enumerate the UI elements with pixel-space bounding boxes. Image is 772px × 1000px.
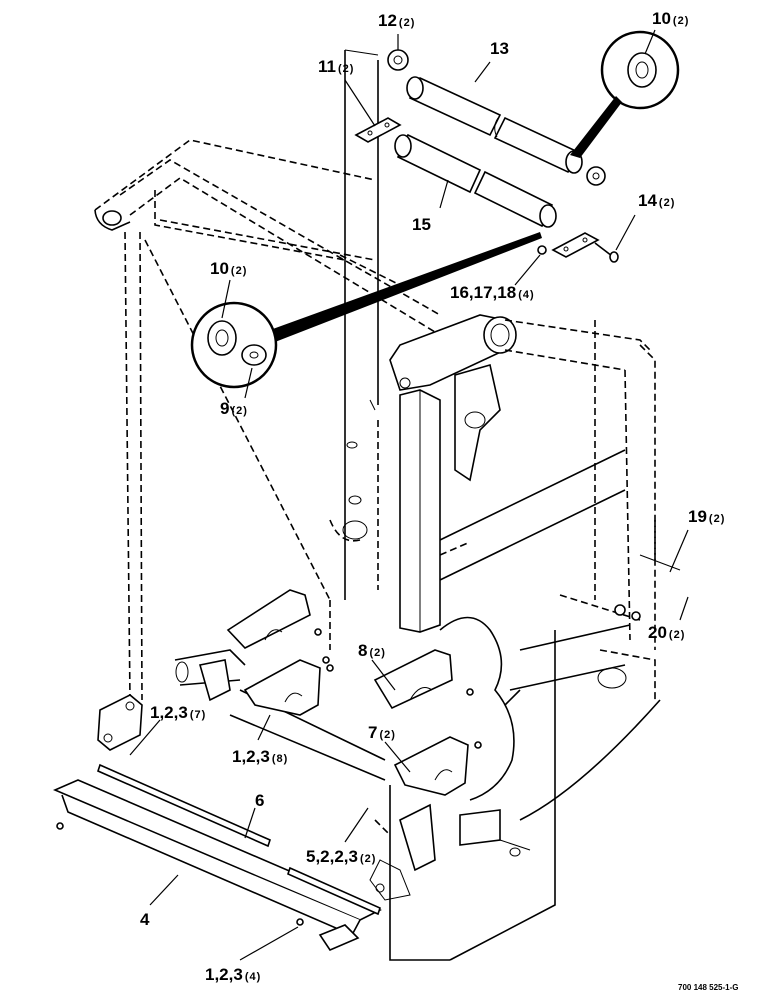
- callout-10-top: 10(2): [652, 9, 689, 28]
- upper-shield-left: [226, 589, 311, 649]
- drawing-reference: 700 148 525-1-G: [678, 983, 739, 992]
- upper-roller-right-half: [493, 116, 580, 174]
- left-lower-bracket: [97, 694, 143, 751]
- frame-assembly: [94, 49, 681, 961]
- callout-1-2-3-qty8: 1,2,3(8): [232, 747, 288, 766]
- callout-labels: 12(2) 13 11(2) 10(2) 15 14(2) 10(2) 16,1…: [140, 9, 739, 992]
- roller-assembly: [354, 49, 619, 263]
- callout-1-2-3-qty4: 1,2,3(4): [205, 965, 261, 984]
- callout-15: 15: [412, 215, 431, 234]
- mounting-plate-14: [551, 232, 600, 258]
- callout-13: 13: [490, 39, 509, 58]
- shield-group-left: [226, 589, 334, 716]
- left-pivot-hub: [102, 210, 122, 226]
- callout-14: 14(2): [638, 191, 675, 210]
- strip-6: [97, 763, 271, 848]
- bearing-detail-top: [570, 30, 680, 158]
- leader-lines: [129, 29, 689, 961]
- bearing-detail-left: [190, 232, 542, 389]
- callout-6: 6: [255, 791, 264, 810]
- bearing-12: [387, 49, 409, 71]
- callout-19: 19(2): [688, 507, 725, 526]
- bottom-strips: [52, 763, 382, 951]
- callout-11: 11(2): [318, 57, 354, 76]
- callout-1-2-3-qty7: 1,2,3(7): [150, 703, 206, 722]
- shield-group-right: [373, 649, 482, 796]
- lower-roller-right-half: [473, 170, 554, 228]
- callout-20: 20(2): [648, 623, 685, 642]
- lower-shield-left: [243, 659, 321, 716]
- callout-16-17-18: 16,17,18(4): [450, 283, 535, 302]
- lower-shield-right: [393, 736, 469, 796]
- callout-10-left: 10(2): [210, 259, 247, 278]
- gusset-plate: [454, 363, 501, 482]
- callout-4: 4: [140, 910, 150, 929]
- callout-8: 8(2): [358, 641, 386, 660]
- callout-7: 7(2): [368, 723, 396, 742]
- lower-bracket-plate: [399, 803, 436, 872]
- callout-5-2-2-3: 5,2,2,3(2): [306, 847, 376, 866]
- callout-9: 9(2): [220, 399, 248, 418]
- upper-shield-right: [373, 649, 453, 710]
- callout-12: 12(2): [378, 11, 415, 30]
